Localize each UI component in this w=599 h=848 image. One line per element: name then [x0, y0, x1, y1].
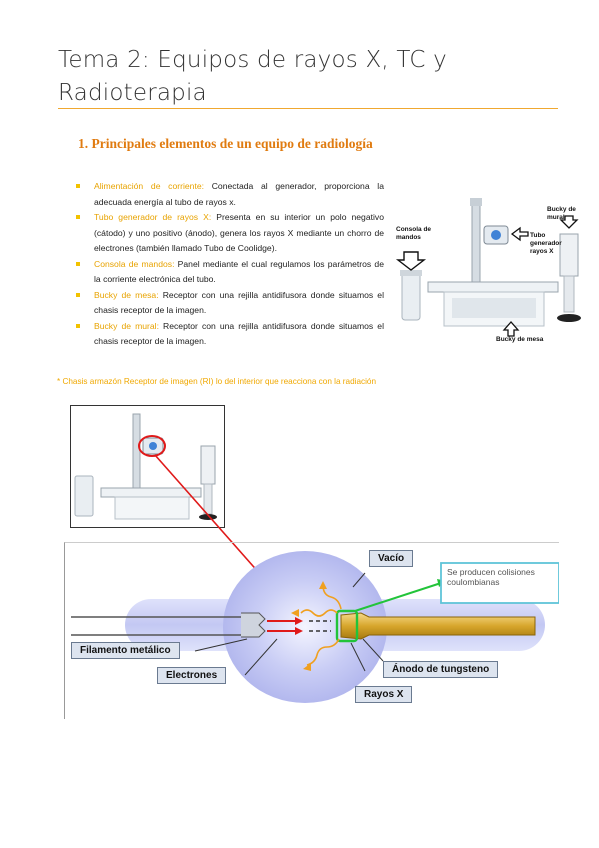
bullet-text: Receptor con una rejilla antidifusora do… [94, 320, 384, 347]
list-item: Tubo generador de rayos X: Presenta en s… [74, 210, 384, 257]
bullet-list: Alimentación de corriente: Conectada al … [74, 179, 384, 350]
bullet-icon [76, 323, 80, 328]
bullet-text: Conectada al generador, proporciona la a… [94, 181, 384, 207]
note-text: * Chasis armazón Receptor de imagen (RI)… [57, 377, 377, 386]
bullet-text: Presenta en su interior un polo negativo… [94, 212, 384, 253]
title-divider [58, 108, 558, 109]
bullet-icon [76, 292, 80, 297]
xray-tube-drawing [71, 551, 560, 703]
equipment-photo-frame [70, 405, 225, 528]
page-title: Tema 2: Equipos de rayos X, TC y Radiote… [58, 47, 447, 106]
label-anodo: Ánodo de tungsteno [383, 661, 499, 678]
label-vacio: Vacío [369, 550, 414, 567]
equipment-photo-drawing [74, 413, 217, 520]
xray-tube-diagram: Vacío Se producen colisiones coulombiana… [64, 542, 560, 719]
bullet-icon [76, 261, 80, 266]
label-electrones: Electrones [157, 667, 227, 684]
bullet-term: Bucky de mural: [94, 320, 159, 331]
label-tubo: Tubo generador rayos X [530, 232, 562, 255]
bullet-icon [76, 184, 80, 188]
label-filamento: Filamento metálico [71, 642, 180, 659]
xray-equipment-drawing [395, 198, 581, 337]
bullet-icon [76, 215, 80, 219]
bullet-text: Panel mediante el cual regulamos los par… [94, 258, 384, 285]
list-item: Bucky de mesa: Receptor con una rejilla … [74, 288, 384, 319]
list-item: Bucky de mural: Receptor con una rejilla… [74, 319, 384, 350]
bullet-term: Tubo generador de rayos X: [94, 212, 212, 222]
bullet-text: Receptor con una rejilla antidifusora do… [94, 289, 384, 316]
section-heading: 1. Principales elementos de un equipo de… [78, 136, 373, 151]
label-bucky-mesa: Bucky de mesa [496, 336, 544, 343]
label-rayos-x: Rayos X [355, 686, 413, 703]
label-bucky-mural: Bucky de mural [547, 206, 576, 221]
bullet-term: Consola de mandos: [94, 258, 175, 269]
bullet-term: Bucky de mesa: [94, 289, 159, 300]
list-item: Consola de mandos: Panel mediante el cua… [74, 257, 384, 288]
label-consola: Consola de mandos [396, 226, 432, 241]
bullet-term: Alimentación de corriente: [94, 181, 205, 191]
xray-equipment-figure: Consola de mandos Tubo generador rayos X… [392, 190, 592, 350]
label-colisiones: Se producen colisiones coulombianas [447, 567, 535, 587]
list-item: Alimentación de corriente: Conectada al … [74, 179, 384, 210]
